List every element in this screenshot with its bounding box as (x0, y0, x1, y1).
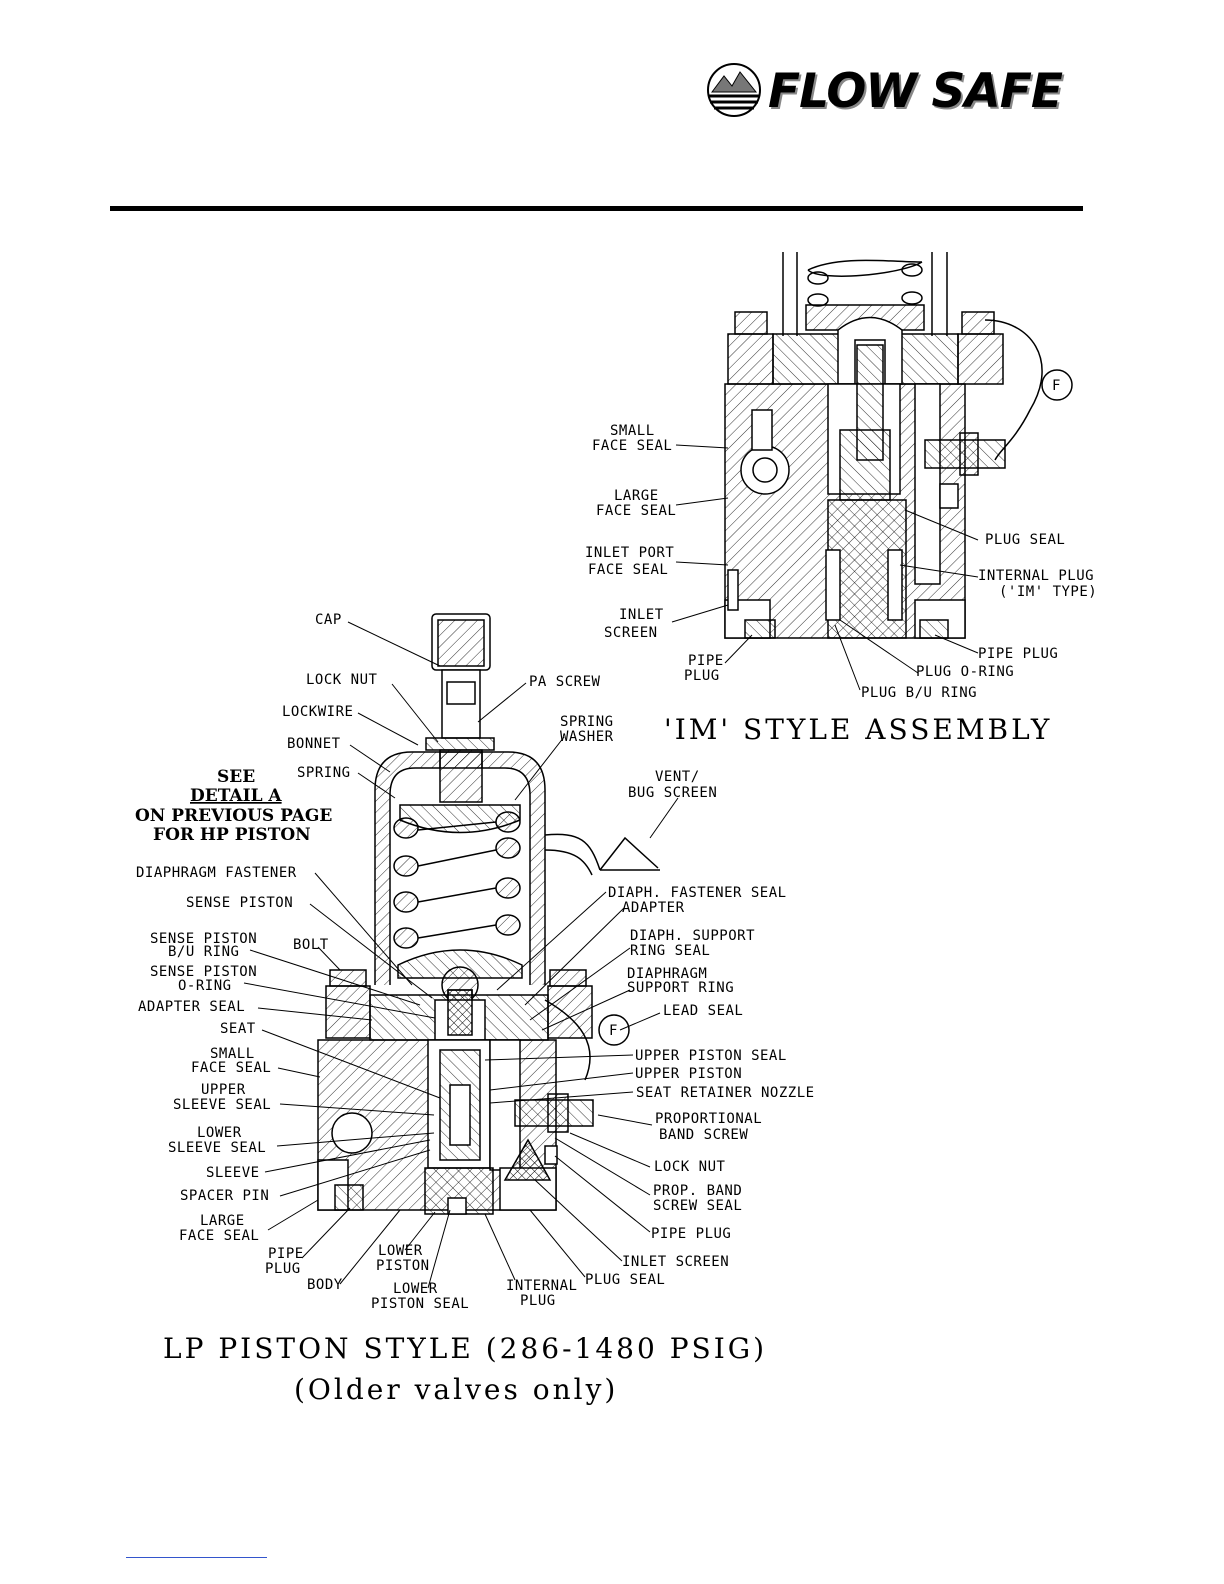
im-leader-lines (671, 444, 979, 691)
cap-label: CAP (315, 612, 342, 628)
pipe-plug-left-label-2: PLUG (265, 1261, 301, 1277)
seat-label: SEAT (220, 1021, 256, 1037)
diaph-support-ring-seal-label: DIAPH. SUPPORT (630, 928, 755, 944)
adapter-label: ADAPTER (622, 900, 685, 916)
proportional-band-screw-label-2: BAND SCREW (659, 1127, 748, 1143)
im-inlet-port-label-2: FACE SEAL (588, 562, 668, 578)
im-small-face-seal-label-2: FACE SEAL (592, 438, 672, 454)
im-plug-o-ring-label: PLUG O-RING (916, 664, 1014, 680)
see-note-line-1: SEE (217, 767, 255, 787)
sense-piston-o-ring-label: SENSE PISTON (150, 964, 257, 980)
lower-piston-label-2: PISTON (376, 1258, 430, 1274)
sleeve-label: SLEEVE (206, 1165, 260, 1181)
spring-washer-label: SPRING (560, 714, 614, 730)
small-face-seal-label: SMALL (210, 1046, 255, 1062)
lp-labels: CAP LOCK NUT PA SCREW LOCKWIRE SPRING WA… (135, 612, 815, 1406)
im-inlet-screen-label: INLET (619, 607, 664, 623)
lock-nut-top-label: LOCK NUT (306, 672, 378, 688)
sense-piston-bu-ring-label-2: B/U RING (168, 944, 239, 960)
im-plug-bu-ring-label: PLUG B/U RING (861, 685, 977, 701)
lp-piston-subtitle: (Older valves only) (294, 1373, 618, 1406)
im-pipe-plug-left-label: PIPE (688, 653, 724, 669)
vent-label-2: BUG SCREEN (628, 785, 717, 801)
sense-piston-bu-ring-label: SENSE PISTON (150, 931, 257, 947)
internal-plug-label-2: PLUG (520, 1293, 556, 1309)
bolt-label: BOLT (293, 937, 329, 953)
lockwire-label: LOCKWIRE (282, 704, 353, 720)
lower-piston-seal-label: LOWER (393, 1281, 438, 1297)
im-large-face-seal-label-2: FACE SEAL (596, 503, 676, 519)
diaphragm-support-ring-label-2: SUPPORT RING (627, 980, 734, 996)
lp-leader-lines (243, 621, 679, 1289)
upper-piston-seal-label: UPPER PISTON SEAL (635, 1048, 787, 1064)
im-internal-plug-label: INTERNAL PLUG (978, 568, 1094, 584)
sense-piston-o-ring-label-2: O-RING (178, 978, 232, 994)
prop-band-screw-seal-label-2: SCREW SEAL (653, 1198, 742, 1214)
bonnet-label: BONNET (287, 736, 341, 752)
spring-label: SPRING (297, 765, 351, 781)
spring-washer-label-2: WASHER (560, 729, 614, 745)
lower-piston-label: LOWER (378, 1243, 423, 1259)
im-inlet-screen-label-2: SCREEN (604, 625, 658, 641)
lower-piston-seal-label-2: PISTON SEAL (371, 1296, 469, 1312)
upper-piston-label: UPPER PISTON (635, 1066, 742, 1082)
im-large-face-seal-label: LARGE (614, 488, 659, 504)
internal-plug-label: INTERNAL (506, 1278, 577, 1294)
lead-seal-label: LEAD SEAL (663, 1003, 743, 1019)
pipe-plug-left-label: PIPE (268, 1246, 304, 1262)
large-face-seal-label-2: FACE SEAL (179, 1228, 259, 1244)
lower-sleeve-seal-label: LOWER (197, 1125, 242, 1141)
pipe-plug-right-label: PIPE PLUG (651, 1226, 731, 1242)
im-pipe-plug-right-label: PIPE PLUG (978, 646, 1058, 662)
footer-link-line (126, 1557, 267, 1558)
spacer-pin-label: SPACER PIN (180, 1188, 269, 1204)
flow-safe-logo: FLOW SAFE (706, 62, 1086, 119)
vent-label: VENT/ (655, 769, 700, 785)
body-label: BODY (307, 1277, 343, 1293)
im-labels: SMALL FACE SEAL LARGE FACE SEAL INLET PO… (585, 423, 1097, 746)
small-face-seal-label-2: FACE SEAL (191, 1060, 271, 1076)
see-note-line-4: FOR HP PISTON (153, 825, 311, 845)
im-style-assembly (724, 252, 1073, 639)
seat-retainer-nozzle-label: SEAT RETAINER NOZZLE (636, 1085, 815, 1101)
im-pipe-plug-left-label-2: PLUG (684, 668, 720, 684)
im-inlet-port-label: INLET PORT (585, 545, 674, 561)
sense-piston-label: SENSE PISTON (186, 895, 293, 911)
lp-piston-title: LP PISTON STYLE (286-1480 PSIG) (163, 1332, 767, 1365)
inlet-screen-label: INLET SCREEN (622, 1254, 729, 1270)
prop-band-screw-seal-label: PROP. BAND (653, 1183, 742, 1199)
mountain-sun-globe-icon (707, 63, 761, 117)
proportional-band-screw-label: PROPORTIONAL (655, 1111, 762, 1127)
pa-screw-label: PA SCREW (529, 674, 601, 690)
lower-sleeve-seal-label-2: SLEEVE SEAL (168, 1140, 266, 1156)
im-internal-plug-label-2: ('IM' TYPE) (999, 584, 1097, 600)
diaph-fastener-seal-label: DIAPH. FASTENER SEAL (608, 885, 787, 901)
im-assembly-title: 'IM' STYLE ASSEMBLY (664, 713, 1052, 746)
diaphragm-fastener-label: DIAPHRAGM FASTENER (136, 865, 297, 881)
diaphragm-support-ring-label: DIAPHRAGM (627, 966, 707, 982)
logo-text: FLOW SAFE (768, 64, 1063, 119)
im-small-face-seal-label: SMALL (610, 423, 655, 439)
header-rule (110, 206, 1083, 211)
upper-sleeve-seal-label: UPPER (201, 1082, 246, 1098)
adapter-seal-label: ADAPTER SEAL (138, 999, 245, 1015)
lock-nut-label: LOCK NUT (654, 1159, 726, 1175)
upper-sleeve-seal-label-2: SLEEVE SEAL (173, 1097, 271, 1113)
see-note-line-2: DETAIL A (190, 786, 282, 806)
see-note-line-3: ON PREVIOUS PAGE (135, 806, 332, 826)
diaph-support-ring-seal-label-2: RING SEAL (630, 943, 710, 959)
gauge-f-label-im: F (1052, 378, 1061, 394)
gauge-f-label-lp: F (609, 1023, 618, 1039)
lp-piston-assembly (317, 613, 660, 1215)
im-plug-seal-label: PLUG SEAL (985, 532, 1065, 548)
large-face-seal-label: LARGE (200, 1213, 245, 1229)
plug-seal-label: PLUG SEAL (585, 1272, 665, 1288)
